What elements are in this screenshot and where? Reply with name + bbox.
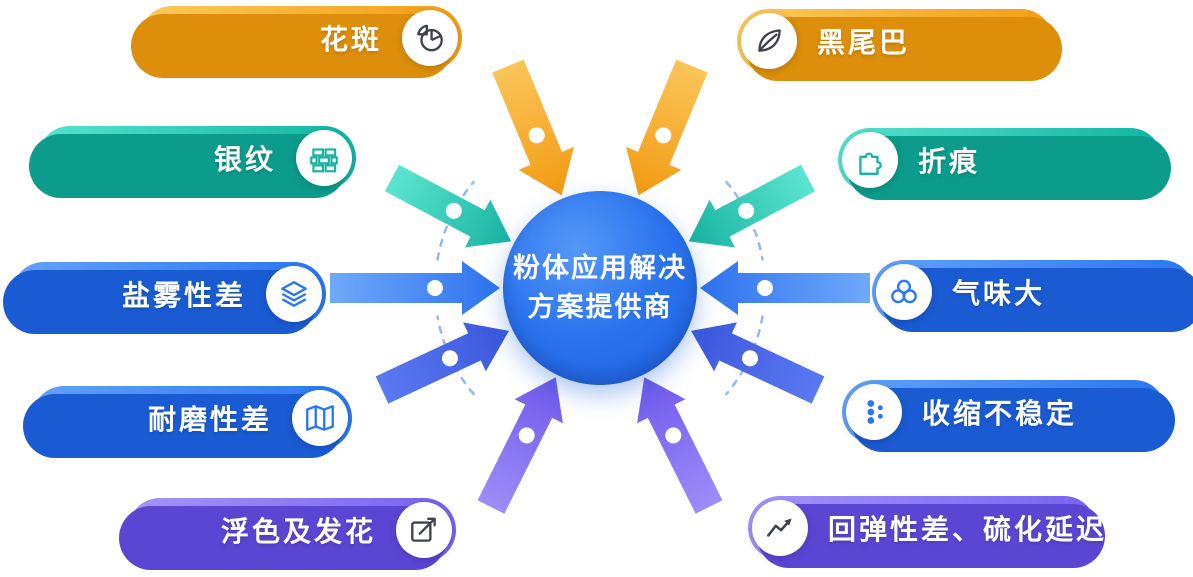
capsule-label: 银纹 <box>213 144 276 175</box>
bubbles-icon <box>876 264 932 320</box>
arrow-huaban <box>492 59 574 196</box>
center-circle: 粉体应用解决 方案提供商 <box>503 191 697 385</box>
capsule-label: 折痕 <box>918 146 981 177</box>
capsule-yanwuxingcha: 盐雾性差 <box>12 262 326 326</box>
capsule-label: 收缩不稳定 <box>922 398 1078 429</box>
map-icon <box>292 390 348 446</box>
bricks-icon <box>296 130 352 186</box>
trend-arrow-icon <box>396 502 452 558</box>
center-title-line2: 方案提供商 <box>527 292 673 322</box>
leaf-icon <box>741 13 797 69</box>
arrow-naimo <box>375 322 509 404</box>
arrow-shousuo <box>691 322 825 404</box>
capsule-yinwen: 银纹 <box>38 126 356 190</box>
capsule-fuse: 浮色及发花 <box>128 498 456 562</box>
capsule-label: 浮色及发花 <box>220 516 376 547</box>
capsule-heiweiba: 黑尾巴 <box>737 9 1053 73</box>
arrow-fuse <box>477 377 563 514</box>
capsule-label: 花斑 <box>319 24 382 55</box>
capsule-label: 回弹性差、硫化延迟 <box>828 514 1108 545</box>
capsule-huaban: 花斑 <box>140 6 462 70</box>
capsule-label: 气味大 <box>952 278 1046 309</box>
pie-chart-icon <box>402 10 458 66</box>
arrow-yinwen <box>384 164 512 248</box>
arrow-yanwu <box>330 261 500 315</box>
arrow-heiweiba <box>626 59 708 196</box>
capsule-shousuo: 收缩不稳定 <box>842 380 1166 444</box>
capsule-huitan: 回弹性差、硫化延迟 <box>748 496 1104 560</box>
line-chart-icon <box>752 500 808 556</box>
capsule-naimoxingcha: 耐磨性差 <box>32 386 352 450</box>
puzzle-icon <box>842 132 898 188</box>
arrow-qiwei <box>700 261 870 315</box>
capsule-zhehen: 折痕 <box>838 128 1162 192</box>
capsule-label: 耐磨性差 <box>147 404 272 435</box>
capsule-label: 黑尾巴 <box>817 27 911 58</box>
capsule-qiweida: 气味大 <box>872 260 1193 324</box>
arrow-huitan <box>637 377 723 514</box>
arrow-zhehen <box>688 164 816 248</box>
layers-icon <box>266 266 322 322</box>
dots-icon <box>846 384 902 440</box>
capsule-label: 盐雾性差 <box>121 280 246 311</box>
center-title-line1: 粉体应用解决 <box>513 252 687 283</box>
